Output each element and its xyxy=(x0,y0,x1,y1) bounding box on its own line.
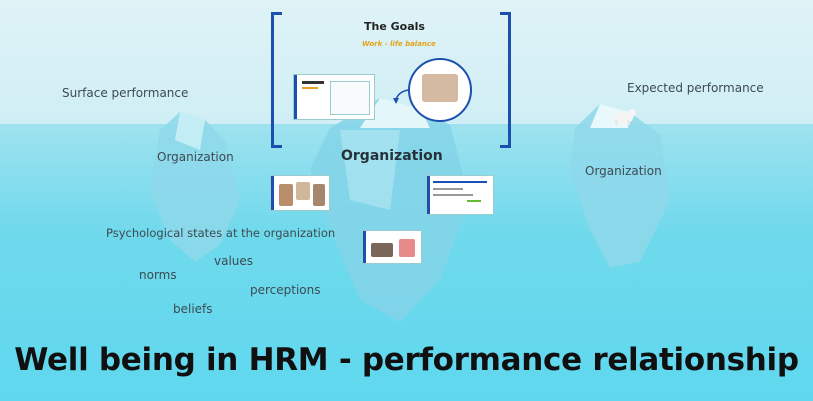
surface-performance-label: Surface performance xyxy=(62,86,189,100)
main-title: Well being in HRM - performance relation… xyxy=(14,342,799,378)
values-label: values xyxy=(214,254,254,268)
right-iceberg xyxy=(570,104,670,268)
photo-slide-thumbnail-left[interactable] xyxy=(270,175,330,211)
benefit-slide-thumbnail[interactable] xyxy=(293,74,375,120)
organization-center-label: Organization xyxy=(341,148,443,164)
beliefs-label: beliefs xyxy=(173,302,213,316)
organization-right-label: Organization xyxy=(585,164,662,178)
goals-frame-right-bracket xyxy=(500,12,511,148)
norms-label: norms xyxy=(139,268,177,282)
left-iceberg xyxy=(150,112,240,262)
goals-subtitle: Work - life balance xyxy=(362,40,436,48)
goals-frame-left-bracket xyxy=(271,12,282,148)
polar-bear-icon xyxy=(613,109,636,125)
text-slide-thumbnail-right[interactable] xyxy=(426,175,494,215)
goals-title: The Goals xyxy=(364,20,425,33)
psychological-states-label: Psychological states at the organization xyxy=(106,226,336,240)
photo-slide-thumbnail-bottom[interactable] xyxy=(362,230,422,264)
expected-performance-label: Expected performance xyxy=(627,81,764,95)
organization-left-label: Organization xyxy=(157,150,234,164)
goals-photo-circle[interactable] xyxy=(408,58,472,122)
perceptions-label: perceptions xyxy=(250,283,321,297)
